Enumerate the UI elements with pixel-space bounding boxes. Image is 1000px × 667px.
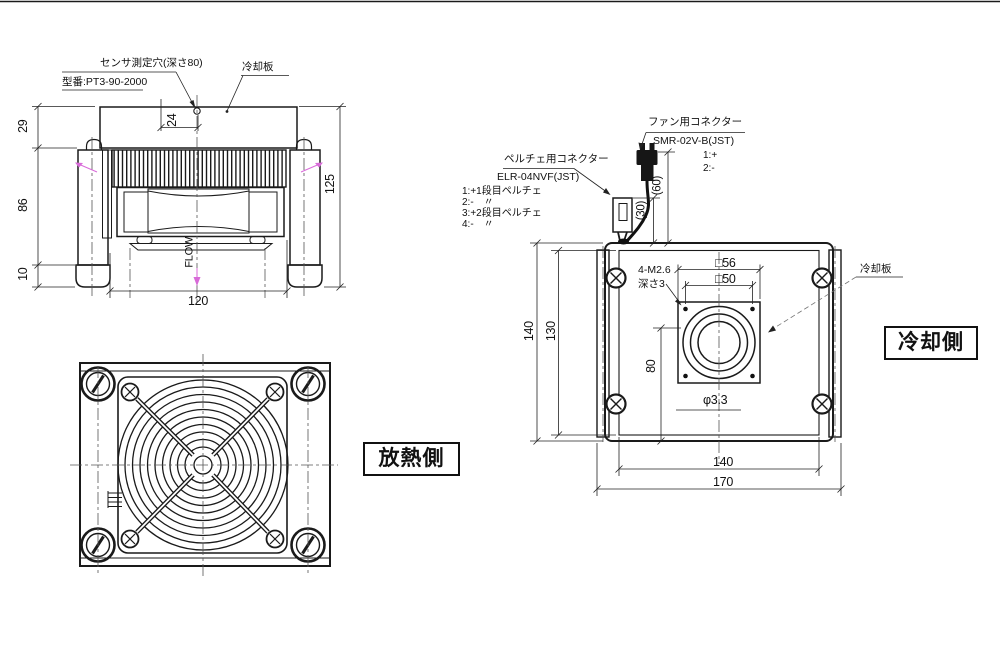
fan-wires-icon	[107, 491, 122, 508]
dim-body-height: 86	[15, 198, 30, 212]
heatsink-side-drawing	[79, 362, 331, 567]
peltier-pin-4-label: 4:- 〃	[462, 219, 494, 230]
dim-foot-height: 10	[15, 267, 30, 281]
peltier-connector-icon	[612, 197, 633, 242]
sensor-hole-icon	[193, 107, 201, 115]
peltier-connector-model-note: ELR-04NVF(JST)	[497, 171, 580, 183]
dim-total-height: 125	[322, 174, 337, 195]
fan-pin-1-label: 1:+	[703, 150, 718, 161]
cooling-view-dimensions	[503, 132, 903, 496]
dim-height-outer: 140	[521, 321, 536, 342]
flow-arrows	[75, 162, 323, 286]
wire-guard-icon	[135, 397, 270, 534]
mounting-holes-note: 4-M2.6	[638, 264, 671, 276]
front-view-dimensions	[32, 71, 346, 298]
dim-fan-lead: (60)	[651, 175, 664, 196]
dim-width-inner: 140	[713, 455, 733, 469]
dim-body-width: 120	[188, 294, 208, 308]
dim-peltier-lead: (30)	[635, 200, 648, 221]
cross-screw-icon	[120, 382, 285, 549]
heatsink-side-title: 放熱側	[363, 442, 460, 476]
cooling-plate-note-right: 冷却板	[860, 263, 892, 275]
peltier-pin-1-label: 1:+1段目ペルチェ	[462, 186, 542, 197]
left-bracket	[75, 138, 111, 288]
fan-connector-icon	[636, 143, 658, 181]
dim-plate-height: 29	[15, 119, 30, 133]
fan-connector-model-note: SMR-02V-B(JST)	[653, 135, 735, 147]
cooling-side-title: 冷却側	[884, 326, 978, 360]
dim-hole-dia: φ3.3	[703, 393, 728, 407]
cooling-plate-note-front: 冷却板	[242, 61, 274, 73]
right-bracket	[287, 138, 323, 288]
fan-connector-note: ファン用コネクター	[648, 116, 743, 128]
dim-hole-offset: 80	[643, 359, 658, 373]
peltier-pin-3-label: 3:+2段目ペルチェ	[462, 208, 542, 219]
cooling-view-centerlines	[602, 246, 836, 464]
hole-depth-note: 深さ3	[638, 278, 665, 290]
peltier-connector-note: ペルチェ用コネクター	[504, 153, 609, 165]
peltier-pin-2-label: 2:- 〃	[462, 197, 494, 208]
fan-pin-2-label: 2:-	[703, 163, 715, 174]
flow-label: FLOW	[183, 237, 196, 268]
model-number-note: 型番:PT3-90-2000	[62, 76, 148, 88]
dim-sensor-offset: 24	[164, 113, 179, 127]
dim-square-pitch: □50	[715, 272, 736, 286]
sensor-hole-note: センサ測定穴(深さ80)	[100, 57, 203, 69]
dim-width-outer: 170	[713, 475, 733, 489]
dim-square-outer: □56	[715, 256, 736, 270]
dim-height-inner: 130	[543, 321, 558, 342]
cross-screw-icon	[605, 267, 833, 415]
front-view-drawing	[75, 106, 323, 288]
heatsink-view-centerlines	[70, 354, 338, 578]
